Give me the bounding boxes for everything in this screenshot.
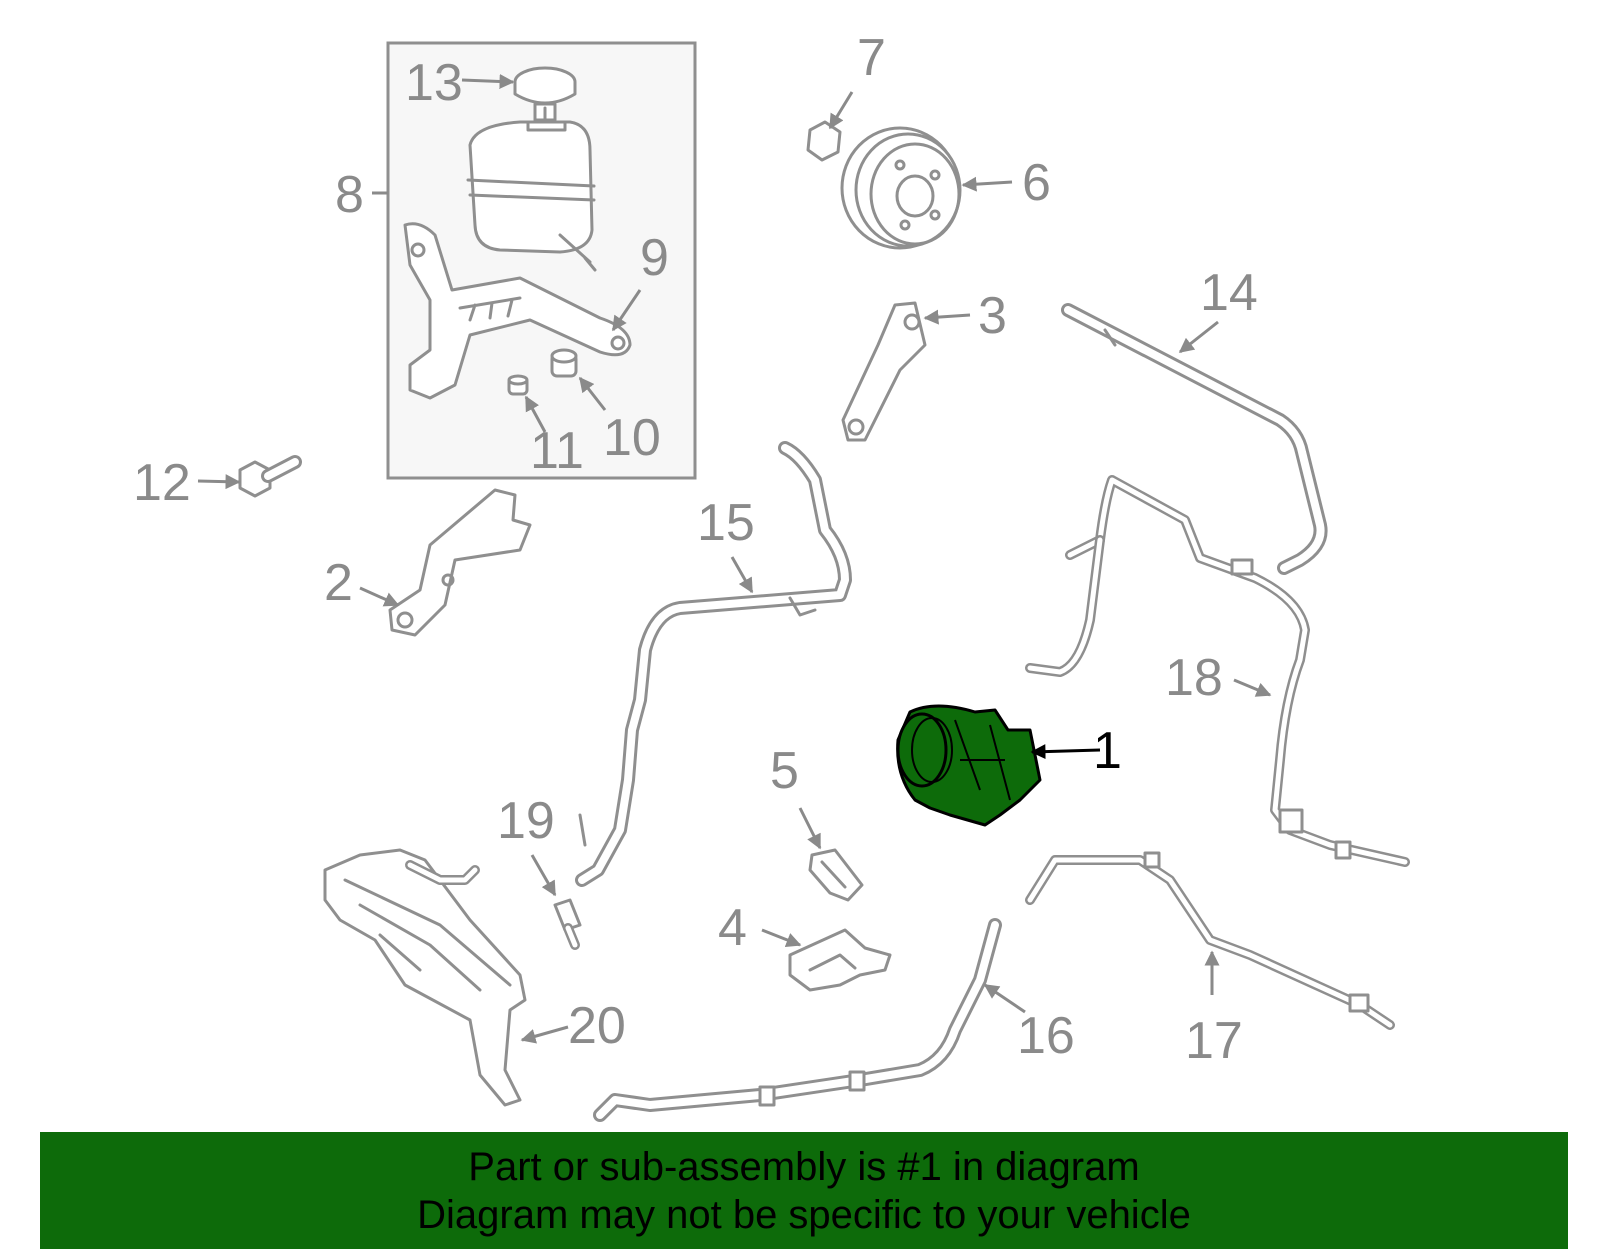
callout-17: 17 [1185, 1012, 1243, 1070]
part-10-grommet[interactable] [550, 348, 578, 378]
part-9-reservoir-bracket[interactable] [403, 222, 632, 400]
part-3-bracket[interactable] [841, 301, 927, 442]
banner-line-2: Diagram may not be specific to your vehi… [417, 1192, 1191, 1237]
part-11-cushion[interactable] [507, 374, 529, 396]
part-17-pipe[interactable] [1025, 851, 1395, 1030]
banner-line-1: Part or sub-assembly is #1 in diagram [468, 1144, 1140, 1189]
callout-2: 2 [324, 554, 353, 612]
part-5-bracket[interactable] [808, 848, 864, 902]
part-2-bracket[interactable] [388, 488, 532, 637]
callout-10: 10 [603, 409, 661, 467]
callout-labels: 13 8 9 10 11 7 6 3 12 2 14 15 18 1 5 4 1… [133, 29, 1258, 1070]
part-7-nut[interactable] [806, 120, 842, 162]
callout-6: 6 [1022, 154, 1051, 212]
part-16-hose[interactable] [593, 918, 1002, 1122]
callout-19: 19 [497, 792, 555, 850]
part-18-pressure-hose[interactable] [1025, 475, 1410, 867]
callout-8: 8 [335, 166, 364, 224]
part-6-pulley[interactable] [840, 126, 962, 250]
callout-12: 12 [133, 454, 191, 512]
part-20-cooler[interactable] [323, 848, 527, 1107]
part-12-bolt[interactable] [238, 455, 302, 498]
part-1-power-steering-pump[interactable] [896, 704, 1042, 827]
callout-4: 4 [718, 899, 747, 957]
callout-3: 3 [978, 287, 1007, 345]
callout-1: 1 [1093, 722, 1122, 780]
callout-13: 13 [405, 54, 463, 112]
callout-14: 14 [1200, 264, 1258, 322]
callout-7: 7 [857, 29, 886, 87]
callout-16: 16 [1017, 1007, 1075, 1065]
callout-5: 5 [770, 742, 799, 800]
part-19-switch[interactable] [553, 898, 582, 950]
part-15-hose[interactable] [575, 441, 852, 887]
part-14-return-hose[interactable] [1061, 303, 1328, 575]
reservoir-tank [466, 106, 597, 272]
callout-9: 9 [640, 229, 669, 287]
leader-lines [197, 73, 1272, 1044]
info-banner: Part or sub-assembly is #1 in diagram Di… [40, 1132, 1568, 1249]
callout-15: 15 [697, 494, 755, 552]
callout-18: 18 [1165, 649, 1223, 707]
callout-11: 11 [530, 422, 584, 480]
callout-20: 20 [568, 997, 626, 1055]
part-4-bracket[interactable] [788, 928, 892, 992]
